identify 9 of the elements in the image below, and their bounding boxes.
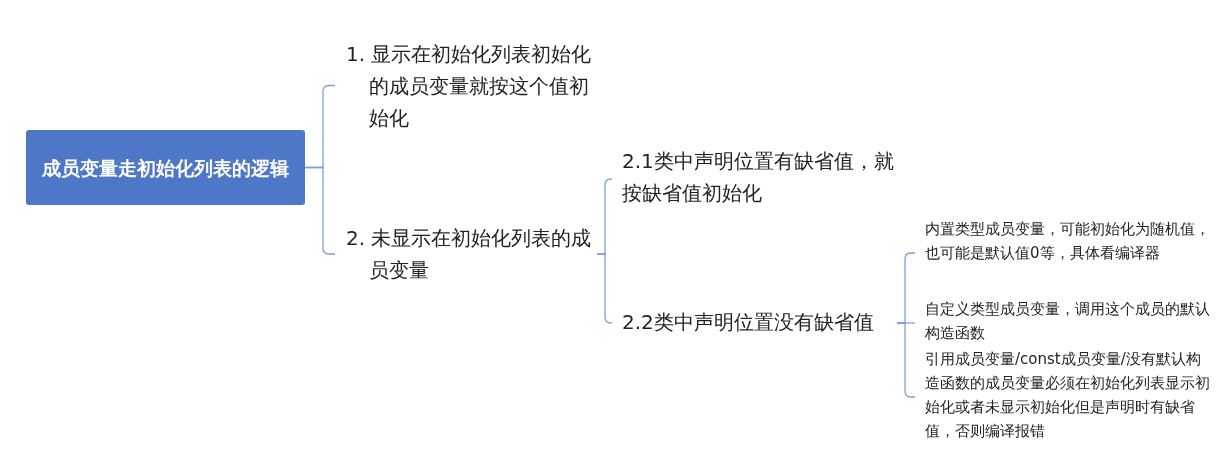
topic-text: 2. 未显示在初始化列表的成员变量 [335,222,597,286]
connector-line [596,253,613,324]
topic-text: 自定义类型成员变量，调用这个成员的默认构造函数 [915,297,1210,347]
topic-text: 2.2类中声明位置没有缺省值 [612,306,897,340]
topic-text: 1. 显示在初始化列表初始化的成员变量就按这个值初始化 [335,38,597,133]
topic-text: 引用成员变量/const成员变量/没有默认构造函数的成员变量必须在初始化列表显示初始化或者未显示初始化但是声明时有缺省值，否则编译报错 [915,347,1210,447]
topic-box: 成员变量走初始化列表的逻辑 [26,130,305,205]
topic-text: 内置类型成员变量，可能初始化为随机值，也可能是默认值0等，具体看编译器 [915,217,1210,289]
topic-text: 2.1类中声明位置有缺省值，就按缺省值初始化 [612,145,902,213]
